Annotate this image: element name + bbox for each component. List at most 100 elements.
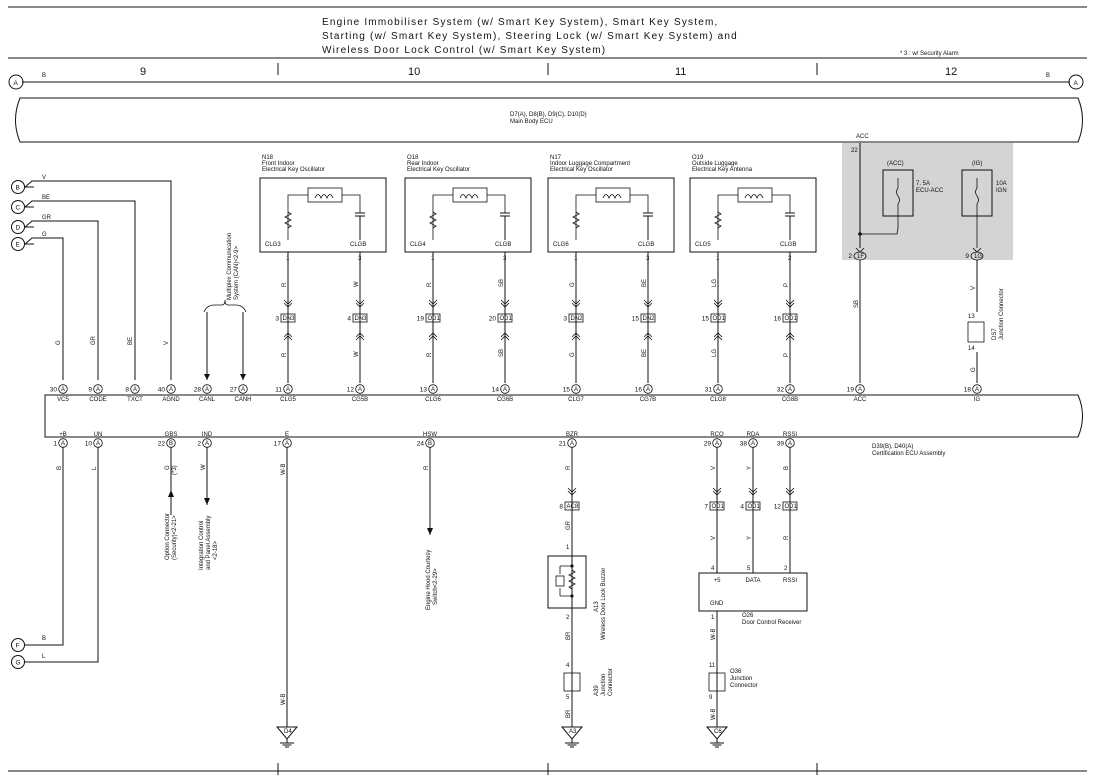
chevron-mark bbox=[713, 335, 723, 341]
arrow-head bbox=[240, 374, 246, 380]
pin-number: 11 bbox=[275, 387, 282, 394]
junction-pin: 3 bbox=[563, 316, 567, 323]
column-number: 12 bbox=[945, 66, 957, 78]
wire-color-label: BR bbox=[566, 709, 572, 718]
ref-label: C bbox=[16, 205, 21, 212]
osc-internal bbox=[717, 194, 738, 240]
junction-code: OD1 bbox=[748, 504, 761, 510]
junction-box bbox=[280, 313, 296, 323]
junction-pin: 20 bbox=[489, 316, 497, 323]
chevron-mark bbox=[428, 332, 438, 338]
wire-color-label: B bbox=[784, 466, 790, 470]
osc-internal bbox=[575, 194, 596, 240]
chevron-mark bbox=[355, 299, 365, 305]
junction-pin: 2 bbox=[848, 253, 852, 260]
pin-number: 32 bbox=[777, 387, 785, 394]
connector-id: A bbox=[285, 441, 289, 447]
ref-label: D bbox=[16, 225, 21, 232]
wire-color-label: G bbox=[165, 465, 171, 470]
junction-box bbox=[745, 501, 761, 511]
osc-name: Rear Indoor bbox=[407, 161, 439, 167]
ground-triangle bbox=[275, 726, 299, 740]
column-number: 9 bbox=[140, 66, 146, 78]
pin-number: 3 bbox=[646, 256, 650, 262]
ref-wire bbox=[24, 220, 99, 380]
pin-number: 16 bbox=[635, 387, 643, 394]
pin-number: 38 bbox=[740, 441, 748, 448]
osc-internal bbox=[432, 194, 453, 240]
chevron-mark bbox=[571, 332, 581, 338]
chevron-mark bbox=[428, 302, 438, 308]
fuse-group-label: (IG) bbox=[972, 161, 982, 167]
junction-code: DN2 bbox=[571, 316, 584, 322]
connector-id: A bbox=[286, 387, 290, 393]
terminal-name: ACC bbox=[854, 397, 867, 403]
chevron-mark bbox=[785, 335, 795, 341]
connector-circle bbox=[428, 384, 438, 394]
resistor bbox=[284, 211, 292, 229]
wire-color-label: W-B bbox=[711, 708, 717, 720]
receiver-id: O26 bbox=[742, 613, 754, 619]
chevron-mark bbox=[571, 302, 581, 308]
main-body-ecu-name: Main Body ECU bbox=[510, 119, 553, 125]
wire-color-label: GR bbox=[91, 335, 97, 345]
connector-circle bbox=[500, 384, 510, 394]
junction-pin: 15 bbox=[702, 316, 710, 323]
receiver-terminal: +5 bbox=[714, 578, 722, 584]
junction-box bbox=[425, 313, 441, 323]
terminal-name: CLG6 bbox=[553, 242, 569, 248]
connector-id: A bbox=[61, 441, 65, 447]
fuse-name: ECU-ACC bbox=[916, 188, 944, 194]
connector-id: A bbox=[133, 387, 137, 393]
footnote: * 3 : w/ Security Alarm bbox=[900, 51, 959, 57]
wire-color-label: G bbox=[570, 282, 576, 287]
junction-pin: 12 bbox=[774, 504, 782, 511]
pin-number: 24 bbox=[417, 441, 425, 448]
acc-pin: 22 bbox=[851, 148, 858, 154]
junction-box bbox=[640, 313, 656, 323]
pin-number: 9 bbox=[88, 387, 92, 394]
resistor bbox=[714, 211, 722, 229]
wire-color-label: W bbox=[354, 351, 360, 357]
wire-color-label: R bbox=[784, 535, 790, 540]
buzzer-wire bbox=[559, 565, 572, 597]
junction-pin: 4 bbox=[347, 316, 351, 323]
coil bbox=[602, 194, 622, 200]
junction-name: O36 bbox=[730, 669, 742, 675]
chevron-mark bbox=[355, 302, 365, 308]
certification-ecu-band bbox=[44, 394, 1083, 438]
terminal-name: CLG6 bbox=[425, 397, 441, 403]
wire-color-label: W-B bbox=[711, 628, 717, 640]
terminal-name: CLG3 bbox=[265, 242, 281, 248]
wire-color-label: LG bbox=[712, 349, 718, 357]
junction-block bbox=[708, 672, 726, 692]
chevron-mark bbox=[283, 299, 293, 305]
main-body-ecu-band bbox=[15, 97, 1083, 143]
wire-color-label: V bbox=[971, 286, 977, 290]
junction-box bbox=[782, 501, 798, 511]
pin-number: 39 bbox=[777, 441, 785, 448]
hood-switch-label: Switch<2-29> bbox=[433, 568, 439, 605]
pin-number: 28 bbox=[194, 387, 202, 394]
integration-label: <2-18> bbox=[213, 540, 219, 560]
receiver-terminal: GND bbox=[710, 601, 724, 607]
osc-name: Electrical Key Oscillator bbox=[550, 167, 613, 173]
pin-number: 1 bbox=[286, 256, 290, 262]
osc-id: N18 bbox=[262, 155, 274, 161]
wire-color-label: W bbox=[354, 281, 360, 287]
connector-id: A bbox=[715, 441, 719, 447]
wire-color-label: Y bbox=[747, 466, 753, 470]
terminal-name: AGND bbox=[162, 397, 180, 403]
ref-circle bbox=[11, 638, 25, 652]
resistor bbox=[572, 211, 580, 229]
chevron-mark bbox=[283, 332, 293, 338]
cert-ecu-name: Certification ECU Assembly bbox=[872, 451, 945, 457]
option-connector-label: (Security)<2-21> bbox=[172, 515, 178, 560]
chevron-mark bbox=[643, 332, 653, 338]
wire-color-label: BE bbox=[128, 337, 134, 345]
chevron-mark bbox=[571, 299, 581, 305]
pin-number: 5 bbox=[566, 695, 570, 701]
connector-id: A bbox=[716, 387, 720, 393]
coil bbox=[459, 194, 479, 200]
